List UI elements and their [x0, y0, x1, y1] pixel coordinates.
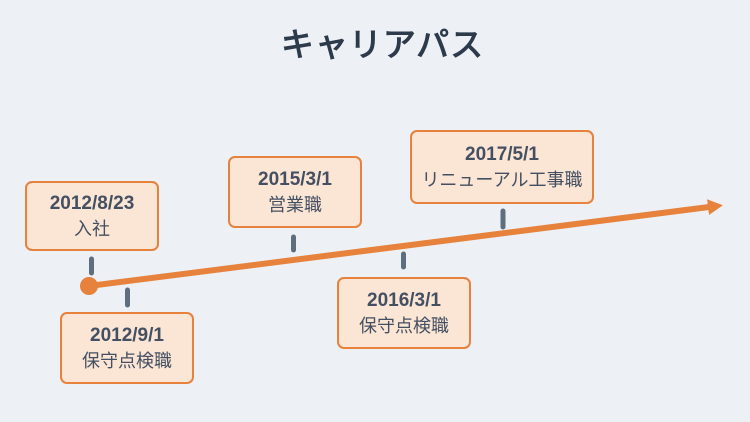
- milestone-card: 2012/8/23 入社: [25, 181, 159, 251]
- milestone-date: 2016/3/1: [367, 289, 441, 311]
- milestone-date: 2012/9/1: [90, 324, 164, 346]
- milestone-label: 営業職: [268, 194, 322, 215]
- milestone-card: 2012/9/1 保守点検職: [60, 312, 194, 384]
- milestone-label: 保守点検職: [82, 350, 172, 371]
- page-title: キャリアパス: [280, 26, 485, 63]
- milestone-date: 2017/5/1: [465, 143, 539, 165]
- milestone-label: 入社: [74, 218, 110, 239]
- milestone-date: 2012/8/23: [49, 192, 135, 214]
- milestone-label: リニューアル工事職: [421, 169, 583, 190]
- milestone-card: 2017/5/1 リニューアル工事職: [410, 130, 594, 204]
- timeline-arrow: [88, 199, 723, 289]
- milestone-date: 2015/3/1: [258, 168, 332, 190]
- milestone-card: 2015/3/1 営業職: [228, 156, 362, 228]
- timeline-start-dot: [80, 277, 98, 295]
- milestone-label: 保守点検職: [359, 315, 449, 336]
- milestone-card: 2016/3/1 保守点検職: [337, 277, 471, 349]
